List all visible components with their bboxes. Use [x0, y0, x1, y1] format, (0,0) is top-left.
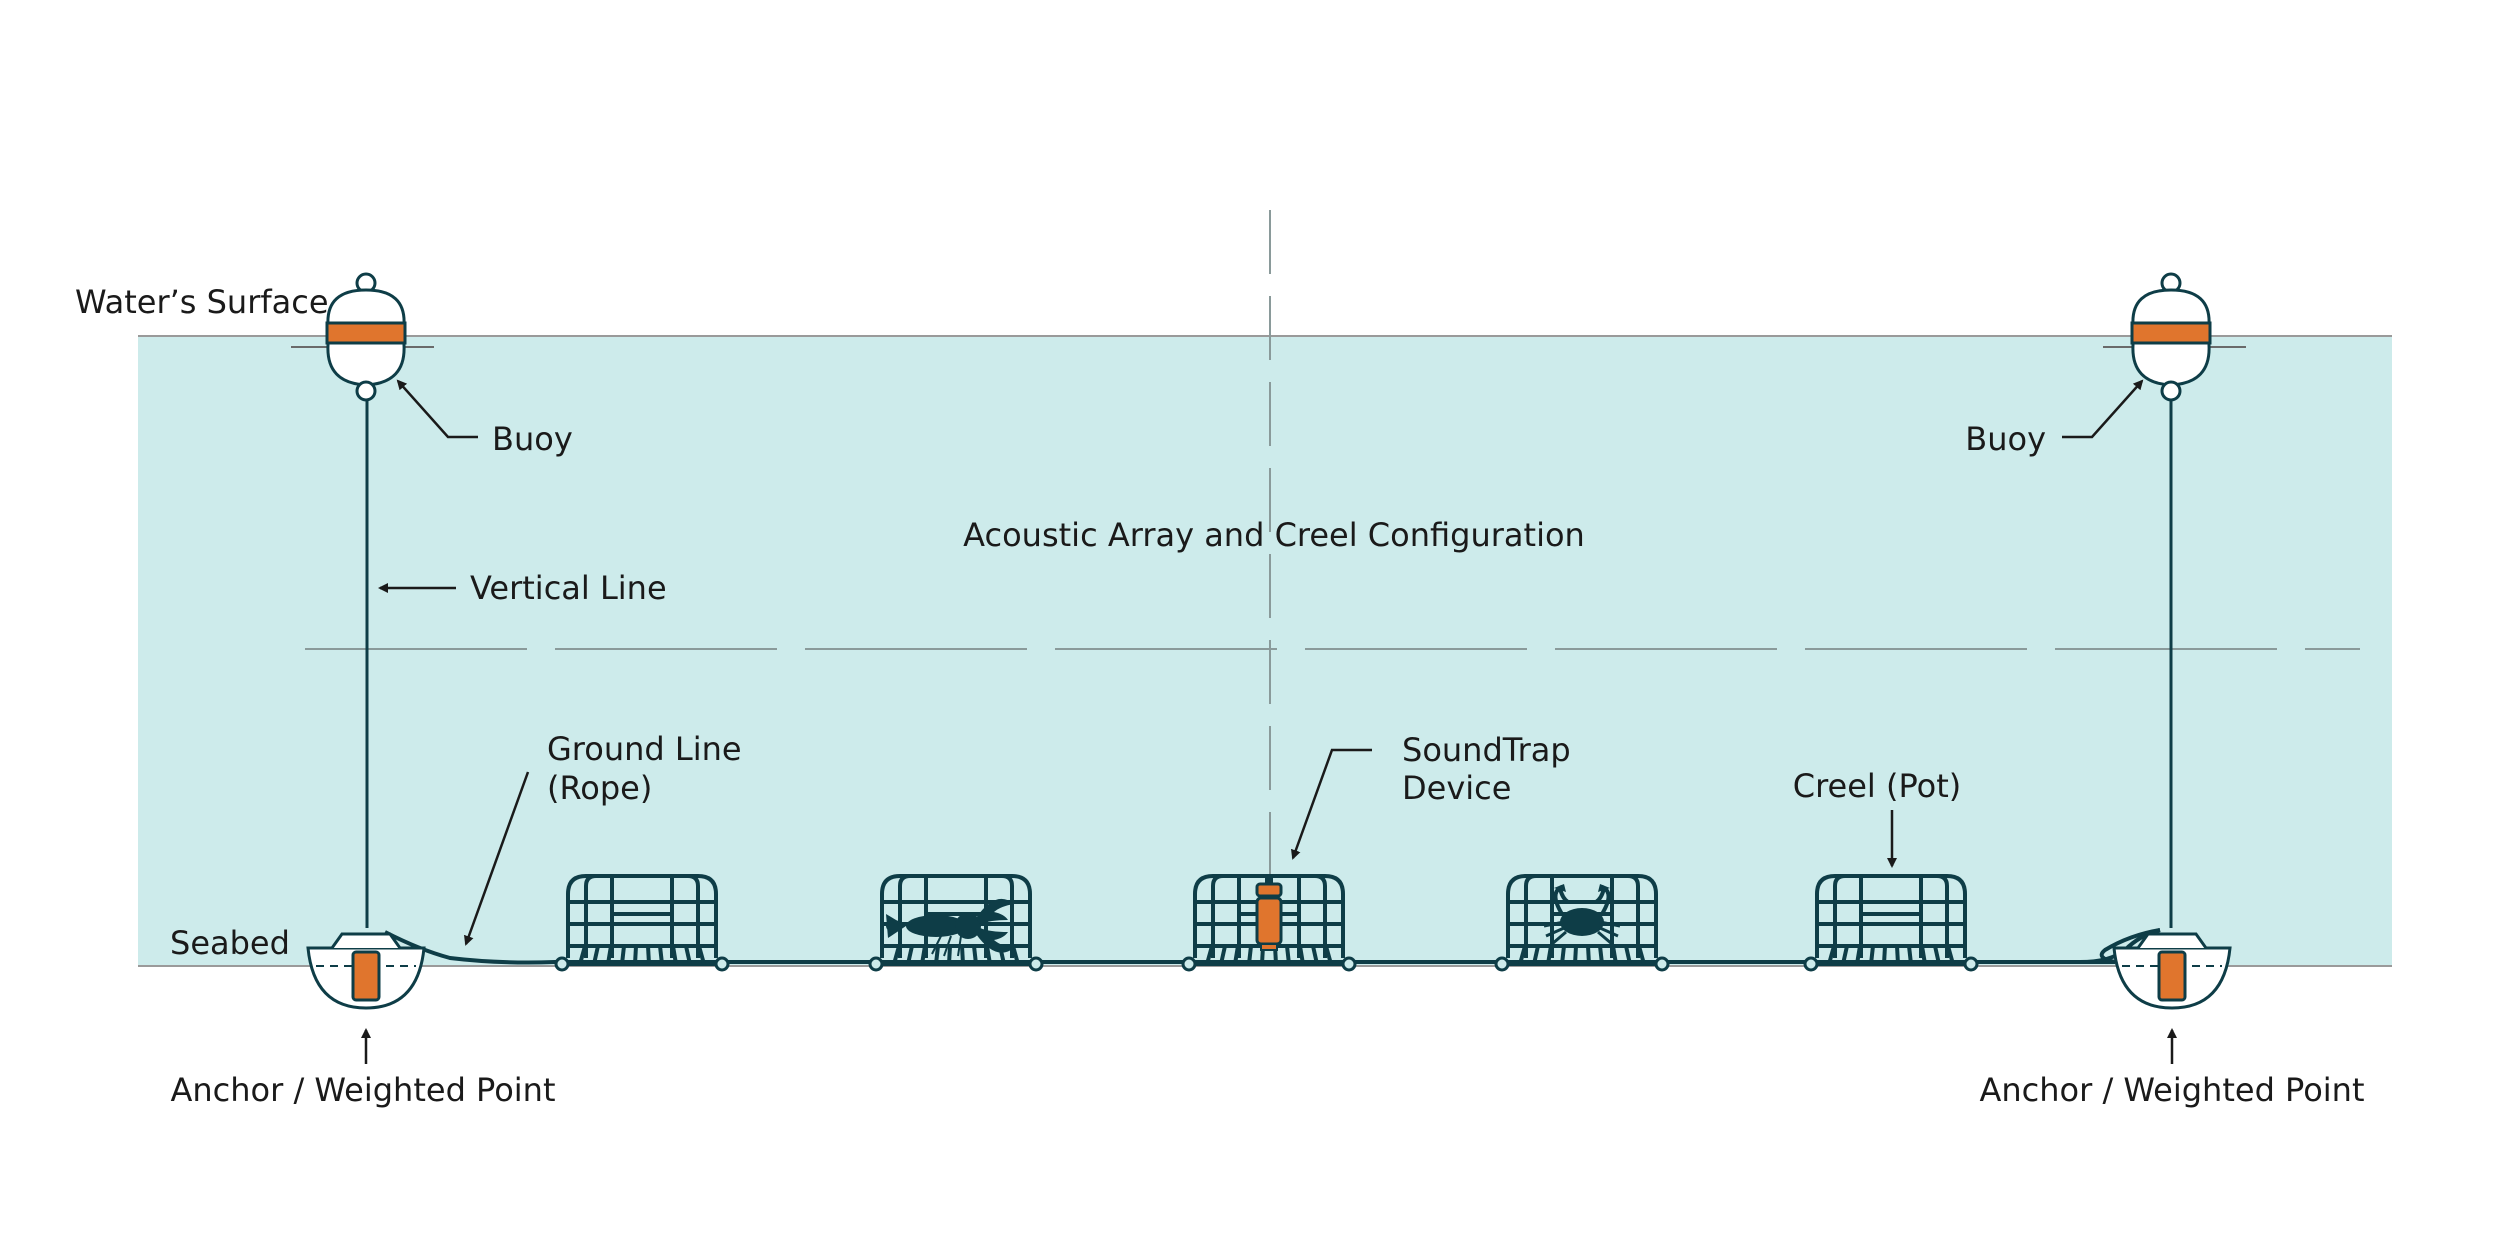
soundtrap-arrow — [1291, 748, 1372, 860]
buoy-right-icon — [2103, 272, 2246, 402]
water-surface-label: Water’s Surface — [75, 283, 329, 321]
water-body — [138, 336, 2392, 966]
soundtrap-label: SoundTrap — [1402, 731, 1571, 769]
buoy-left-arrow — [396, 379, 478, 439]
crab-icon — [1543, 884, 1621, 946]
buoy-left-icon — [291, 272, 434, 402]
buoy-right-arrow — [2062, 379, 2144, 439]
seabed-label: Seabed — [170, 924, 290, 962]
ground-line-sublabel: (Rope) — [547, 769, 653, 807]
vertical-line-label: Vertical Line — [470, 569, 667, 607]
soundtrap-device-icon — [1255, 876, 1283, 951]
creel-4-icon — [1494, 874, 1670, 972]
diagram-title: Acoustic Array and Creel Configuration — [963, 516, 1585, 554]
creel-label: Creel (Pot) — [1792, 767, 1962, 805]
anchor-left-label: Anchor / Weighted Point — [170, 1071, 556, 1109]
soundtrap-sublabel: Device — [1402, 769, 1512, 807]
ground-line-label: Ground Line — [547, 730, 742, 768]
creel-2-icon — [868, 874, 1044, 972]
anchor-right-label: Anchor / Weighted Point — [1979, 1071, 2365, 1109]
buoy-left-label: Buoy — [492, 420, 573, 458]
ground-line-arrow — [464, 771, 530, 946]
creel-3-icon — [1181, 874, 1357, 972]
buoy-right-label: Buoy — [1965, 420, 2046, 458]
lobster-icon — [886, 898, 1014, 957]
ground-line-rope — [384, 928, 2161, 965]
